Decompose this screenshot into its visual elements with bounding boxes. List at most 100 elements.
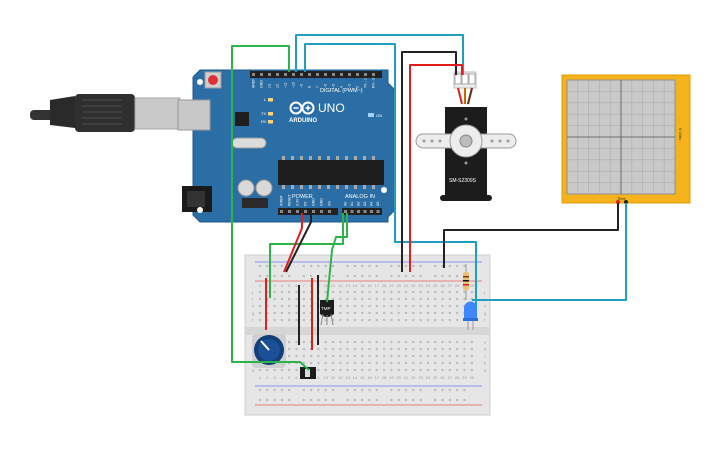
breadboard-hole [448,297,451,301]
breadboard-hole [419,264,422,268]
breadboard-hole [404,368,408,372]
l-led [268,98,273,102]
row-letter: a [252,368,255,373]
breadboard-hole [258,398,262,402]
column-number: 17 [375,375,380,380]
breadboard-hole [339,361,342,365]
breadboard-hole [441,297,444,301]
breadboard-hole [353,354,356,358]
breadboard-hole [353,318,356,322]
breadboard-hole [302,354,305,358]
breadboard-hole [412,368,415,372]
breadboard-hole [368,290,371,294]
row-letter: g [484,311,486,316]
wire-scope-to-led [472,203,627,301]
breadboard-hole [426,361,429,365]
header-pin [357,210,360,213]
breadboard-hole [470,297,473,301]
slide-switch[interactable] [300,367,316,379]
column-number: 14 [353,375,358,380]
breadboard-hole [456,304,459,308]
breadboard-hole [280,398,283,402]
breadboard-hole [339,311,342,315]
column-number: 3 [273,283,276,288]
tx-led [268,112,273,116]
digital-pin-label: 7 [316,86,320,88]
breadboard-hole [383,347,386,351]
breadboard-hole [361,361,364,365]
breadboard-hole [390,311,393,315]
breadboard-hole [456,347,459,351]
breadboard-hole [324,274,327,278]
row-letter: d [484,347,486,352]
breadboard-hole [331,318,335,322]
column-number: 1 [259,375,262,380]
breadboard-hole [266,311,269,315]
breadboard-hole [397,361,400,365]
breadboard-hole [375,354,378,358]
breadboard-hole [412,311,415,315]
breadboard-hole [310,354,313,358]
header-pin-label: GND [320,198,324,206]
on-label: ON [376,113,382,118]
breadboard-hole [361,304,364,308]
breadboard-hole [353,361,356,365]
breadboard-hole [368,354,371,358]
breadboard-hole [331,297,335,301]
breadboard-hole [404,290,408,294]
column-number: 21 [404,283,409,288]
breadboard-hole [383,304,386,308]
column-number: 5 [288,283,291,288]
breadboard-hole [346,340,349,344]
breadboard-hole [397,274,400,278]
breadboard-hole [280,290,283,294]
column-number: 11 [331,283,336,288]
atmega-chip [278,160,384,185]
breadboard-hole [470,361,473,365]
breadboard-hole [419,274,422,278]
breadboard-hole [397,398,400,402]
breadboard-hole [258,264,262,268]
breadboard-hole [448,311,451,315]
breadboard-hole [397,297,400,301]
breadboard-hole [280,264,283,268]
breadboard-hole [390,318,393,322]
breadboard-hole [353,304,356,308]
breadboard-hole [375,361,378,365]
breadboard-hole [448,347,451,351]
digital-pin-label: GND [260,80,264,88]
column-number: 13 [345,375,350,380]
header-pin-label: A2 [357,202,361,206]
breadboard-hole [441,398,444,402]
breadboard-hole [419,398,422,402]
header-pin-label: RESET [288,193,292,206]
breadboard-hole [419,368,422,372]
column-number: 28 [455,283,460,288]
header-pin-label: Vin [328,201,332,206]
breadboard-hole [331,264,335,268]
breadboard-hole [419,290,422,294]
breadboard-hole [353,347,356,351]
breadboard-hole [295,347,298,351]
breadboard-hole [375,340,378,344]
wire-5v-to-breadboard [283,213,303,273]
breadboard-hole [375,304,378,308]
rx-label: RX [261,119,267,124]
breadboard-hole [368,368,371,372]
breadboard-hole [434,368,437,372]
breadboard-hole [434,388,437,392]
breadboard-hole [441,368,444,372]
breadboard-hole [339,290,342,294]
breadboard-hole [288,398,291,402]
breadboard-hole [441,274,444,278]
breadboard-hole [302,340,305,344]
reset-button[interactable] [208,75,218,85]
column-number: 27 [448,283,453,288]
header-pin-label: A5 [376,202,380,206]
breadboard-hole [273,368,276,372]
ic-small [235,112,249,126]
breadboard-hole [317,264,320,268]
analog-header-label: ANALOG IN [345,194,375,200]
breadboard-hole [434,274,437,278]
breadboard-hole [456,290,459,294]
